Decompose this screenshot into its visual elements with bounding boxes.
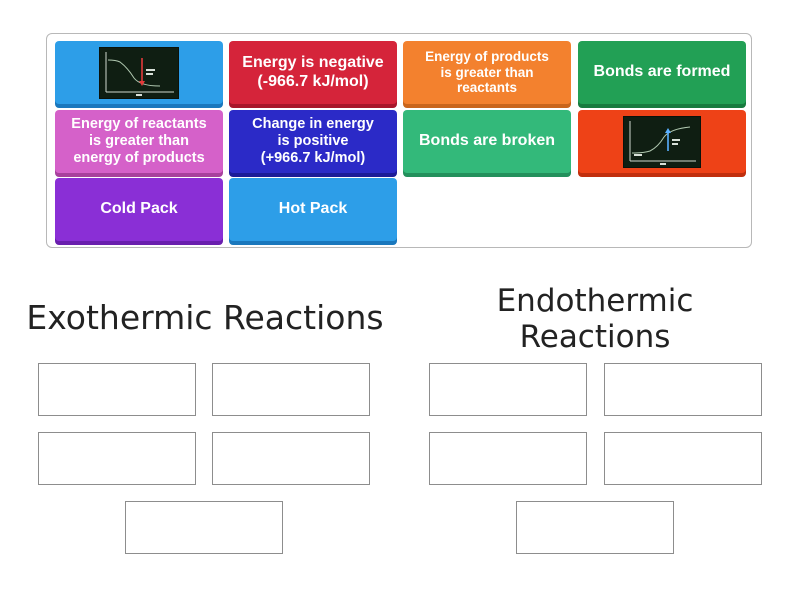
- endothermic-energy-diagram-icon: [623, 115, 701, 168]
- group-heading-exothermic: Exothermic Reactions: [26, 298, 384, 337]
- tile-change-positive[interactable]: Change in energy is positive (+966.7 kJ/…: [229, 110, 397, 173]
- exothermic-drop-slot-5[interactable]: [125, 501, 283, 554]
- tile-bonds-broken[interactable]: Bonds are broken: [403, 110, 571, 173]
- endothermic-drop-slot-3[interactable]: [429, 432, 587, 485]
- tile-products-greater[interactable]: Energy of products is greater than react…: [403, 41, 571, 104]
- tile-energy-negative[interactable]: Energy is negative (-966.7 kJ/mol): [229, 41, 397, 104]
- tile-cold-pack[interactable]: Cold Pack: [55, 178, 223, 241]
- tile-reactants-greater[interactable]: Energy of reactants is greater than ener…: [55, 110, 223, 173]
- endothermic-drop-slot-5[interactable]: [516, 501, 674, 554]
- group-heading-endothermic: Endothermic Reactions: [496, 283, 694, 355]
- exothermic-drop-slot-2[interactable]: [212, 363, 370, 416]
- endothermic-drop-slot-2[interactable]: [604, 363, 762, 416]
- endothermic-drop-slot-4[interactable]: [604, 432, 762, 485]
- tile-hot-pack[interactable]: Hot Pack: [229, 178, 397, 241]
- tile-bonds-formed[interactable]: Bonds are formed: [578, 41, 746, 104]
- exothermic-drop-slot-4[interactable]: [212, 432, 370, 485]
- exothermic-energy-diagram-icon: [99, 46, 179, 99]
- tile-exothermic-graph[interactable]: [55, 41, 223, 104]
- tile-endothermic-graph[interactable]: [578, 110, 746, 173]
- exothermic-drop-slot-3[interactable]: [38, 432, 196, 485]
- exothermic-drop-slot-1[interactable]: [38, 363, 196, 416]
- endothermic-drop-slot-1[interactable]: [429, 363, 587, 416]
